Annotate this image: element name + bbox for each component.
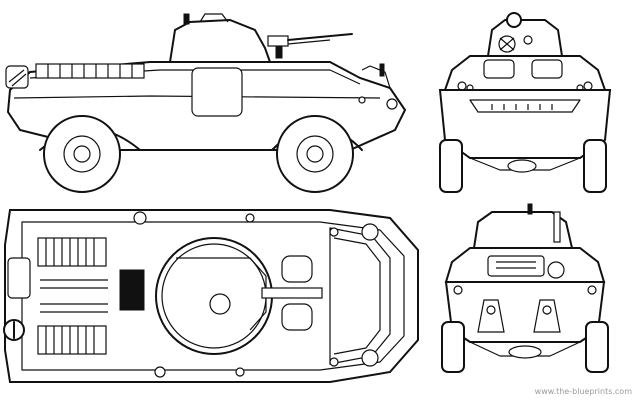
top-turret — [155, 237, 273, 355]
rear-left-wheel — [441, 321, 465, 373]
side-turret — [168, 18, 272, 63]
front-left-wheel — [439, 139, 463, 193]
side-door — [191, 67, 243, 117]
side-rear-wheel — [43, 115, 121, 193]
rear-hull — [444, 281, 606, 343]
side-machine-gun — [267, 33, 353, 59]
front-view — [438, 12, 612, 193]
credit-watermark: www.the-blueprints.com — [534, 387, 632, 396]
side-front-wheel — [276, 115, 354, 193]
rear-view — [441, 203, 609, 373]
side-view — [5, 13, 407, 193]
top-engine-grilles — [37, 237, 145, 355]
front-right-wheel — [583, 139, 607, 193]
top-view — [3, 209, 419, 383]
rear-right-wheel — [585, 321, 609, 373]
side-engine-grille — [5, 63, 145, 89]
